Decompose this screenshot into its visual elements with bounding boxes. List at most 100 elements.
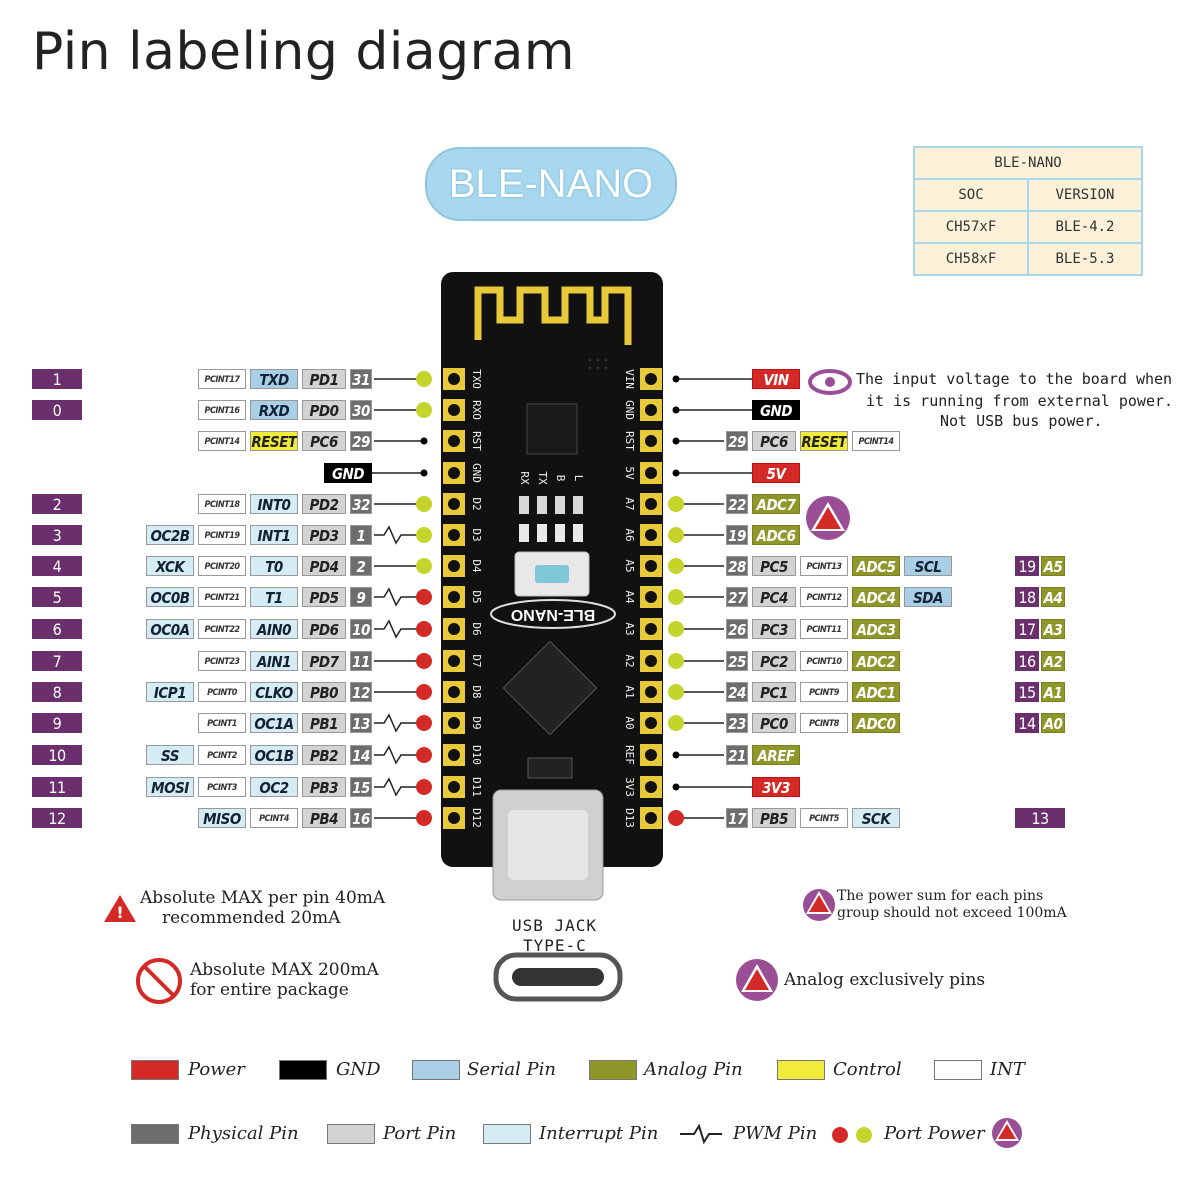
pin-label-right: 17 (726, 808, 748, 828)
pin-label-right: PCINT8 (800, 713, 848, 733)
legend-swatch-port (327, 1124, 375, 1144)
pin-label-left: 16 (350, 808, 372, 828)
pin-label-right: 5V (752, 463, 800, 483)
warning-circle-icon-adc67 (806, 496, 850, 540)
legend-swatch-control (777, 1060, 825, 1080)
pin-label-left: PB3 (302, 777, 346, 797)
usb-label-line2: TYPE-C (523, 936, 587, 955)
port-power-dot (416, 715, 432, 731)
pad-silk-label: D6 (470, 622, 483, 635)
pin-label-left: 2 (350, 556, 372, 576)
pin-label-right: SCL (904, 556, 952, 576)
pin-label-right: PC5 (752, 556, 796, 576)
pad-silk-label: GND (623, 400, 636, 420)
legend-swatch-serial (412, 1060, 460, 1080)
pad-silk-label: A0 (623, 716, 636, 729)
no-icon (136, 958, 182, 1004)
pin-label-right: PCINT14 (852, 431, 900, 451)
pin-label-right: RESET (800, 431, 848, 451)
port-power-dot (420, 469, 428, 477)
header-pad: A3 (623, 618, 662, 640)
pin-label-right: GND (752, 400, 800, 420)
legend-interrupt: Interrupt Pin (539, 1123, 659, 1144)
analog-pin-right: A5 (1041, 556, 1065, 576)
pin-label-left: PB1 (302, 713, 346, 733)
port-power-dot (668, 621, 684, 637)
usb-label-line1: USB JACK (512, 916, 598, 935)
power-sum-note-line1: The power sum for each pins (837, 888, 1044, 904)
version-col-soc: SOC (913, 178, 1029, 212)
analog-pin-right: A0 (1041, 713, 1065, 733)
pad-silk-label: D9 (470, 716, 483, 729)
pin-number-left: 6 (32, 619, 82, 639)
pin-label-left: 1 (350, 525, 372, 545)
pin-label-right: PCINT5 (800, 808, 848, 828)
pin-label-right: 24 (726, 682, 748, 702)
brand-pill: BLE-NANO (425, 147, 677, 221)
legend-physical: Physical Pin (188, 1123, 299, 1144)
header-pad: D9 (443, 712, 483, 734)
pin-label-right: SCK (852, 808, 900, 828)
analog-pin-right: A1 (1041, 682, 1065, 702)
pin-label-left: PCINT18 (198, 494, 246, 514)
pad-silk-label: REF (623, 745, 636, 765)
header-pad: A5 (623, 555, 662, 577)
pin-label-left: 13 (350, 713, 372, 733)
pad-silk-label: A3 (623, 622, 636, 635)
warning-circle-icon-analog (736, 959, 778, 1001)
header-pad: D10 (443, 744, 483, 766)
port-power-dot (668, 496, 684, 512)
pad-silk-label: D11 (470, 777, 483, 797)
pin-label-left: PCINT23 (198, 651, 246, 671)
pin-label-left: PD5 (302, 587, 346, 607)
header-pad: A2 (623, 650, 662, 672)
pin-label-left: TXD (250, 369, 298, 389)
pin-number-left: 4 (32, 556, 82, 576)
pad-silk-label: A5 (623, 559, 636, 572)
pad-silk-label: RXO (470, 400, 483, 420)
pad-silk-label: D8 (470, 685, 483, 698)
max-pin-note-line1: Absolute MAX per pin 40mA (140, 888, 386, 908)
header-pad: D5 (443, 586, 483, 608)
pin-label-right: PB5 (752, 808, 796, 828)
pin-label-right: PC1 (752, 682, 796, 702)
pin-label-left: PB2 (302, 745, 346, 765)
pwm-wire (374, 587, 424, 607)
header-pad: D2 (443, 493, 483, 515)
led-silk-label: RX (518, 471, 531, 485)
pin-label-right: 23 (726, 713, 748, 733)
port-power-dot (672, 406, 680, 414)
port-power-dot (668, 527, 684, 543)
header-pad: RST (623, 430, 662, 452)
port-power-dot (668, 715, 684, 731)
legend-pwm: PWM Pin (733, 1123, 818, 1144)
pin-label-left: MISO (198, 808, 246, 828)
pwm-wire (374, 713, 424, 733)
pin-label-right: ADC6 (752, 525, 800, 545)
pin-label-left: PCINT16 (198, 400, 246, 420)
header-pad: GND (623, 399, 662, 421)
version-cell: CH58xF (913, 242, 1029, 276)
pad-silk-label: D5 (470, 590, 483, 603)
header-pad: 5V (623, 462, 662, 484)
port-power-dot (416, 779, 432, 795)
pwm-wire (374, 745, 424, 765)
led-silk-label: TX (536, 471, 549, 485)
pin-label-left: 11 (350, 651, 372, 671)
legend-swatch-interrupt (483, 1124, 531, 1144)
pin-number-left: 10 (32, 745, 82, 765)
port-power-dot (416, 558, 432, 574)
pin-label-right: AREF (752, 745, 800, 765)
pin-label-right: 22 (726, 494, 748, 514)
header-pad: D11 (443, 776, 483, 798)
pin-number-left: 2 (32, 494, 82, 514)
warning-circle-icon-power-sum (803, 889, 835, 921)
pin-label-left: 32 (350, 494, 372, 514)
pin-label-left: SS (146, 745, 194, 765)
pin-label-left: OC2 (250, 777, 298, 797)
silk-logo-outline (490, 599, 616, 629)
version-cell: BLE-4.2 (1027, 210, 1143, 244)
legend-serial: Serial Pin (467, 1059, 557, 1080)
